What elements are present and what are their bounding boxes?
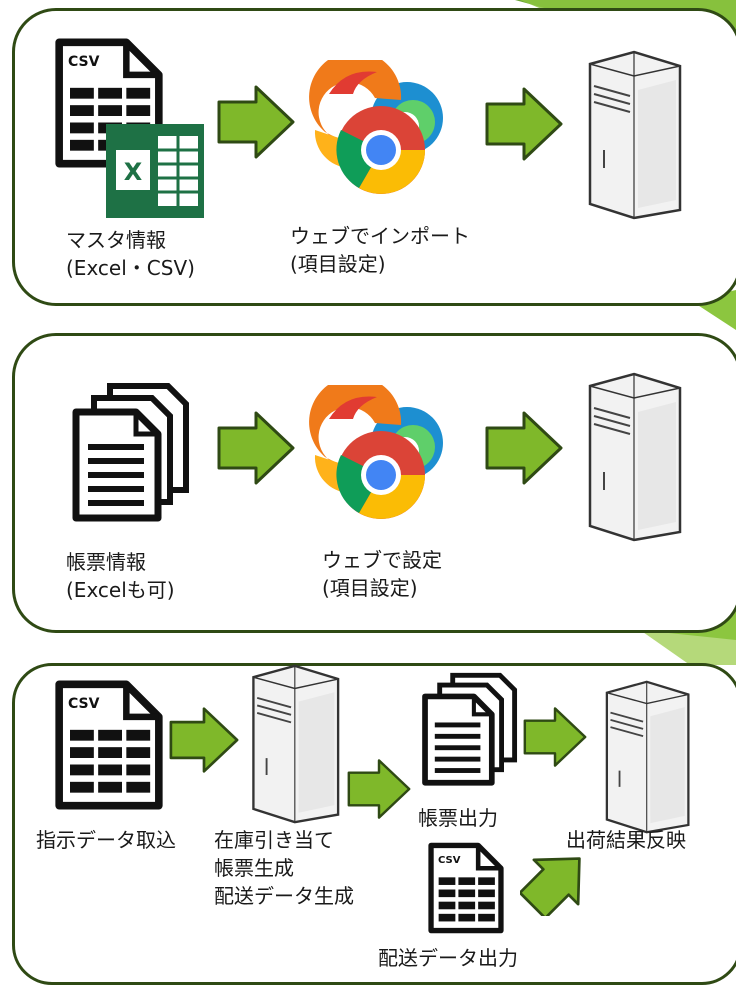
server-icon — [594, 680, 694, 834]
arrow-icon — [484, 86, 564, 162]
svg-text:CSV: CSV — [68, 696, 100, 712]
arrow-icon — [216, 84, 296, 160]
step-label-result: 出荷結果反映 — [566, 828, 686, 852]
svg-text:CSV: CSV — [438, 855, 461, 866]
step-label-form-output: 帳票出力 — [418, 806, 498, 830]
arrow-icon — [484, 410, 564, 486]
arrow-icon — [216, 410, 296, 486]
arrow-icon — [520, 848, 592, 916]
arrow-icon — [522, 706, 588, 768]
svg-text:CSV: CSV — [68, 54, 100, 70]
csv-file-with-excel-icon: CSV — [54, 38, 164, 168]
server-icon — [576, 372, 686, 542]
step-label-import: 指示データ取込 — [36, 828, 176, 852]
process-label-import: ウェブでインポート (項目設定) — [290, 224, 470, 276]
csv-file-icon: CSV — [54, 680, 164, 810]
arrow-icon — [346, 758, 412, 820]
svg-text:X: X — [124, 158, 143, 186]
source-label-form: 帳票情報 (Excelも可) — [66, 550, 175, 602]
excel-icon: X — [106, 124, 204, 218]
server-icon — [240, 664, 344, 824]
step-label-delivery-output: 配送データ出力 — [378, 946, 518, 970]
process-label-setup: ウェブで設定 (項目設定) — [322, 548, 442, 600]
documents-stack-icon — [70, 382, 190, 522]
server-icon — [576, 50, 686, 220]
documents-stack-icon — [420, 672, 518, 786]
arrow-icon — [168, 706, 240, 774]
browsers-icon — [305, 60, 455, 200]
csv-file-icon: CSV — [428, 842, 504, 934]
source-label-master: マスタ情報 (Excel・CSV) — [66, 228, 195, 280]
step-label-allocate: 在庫引き当て 帳票生成 配送データ生成 — [214, 828, 354, 908]
browsers-icon — [305, 385, 455, 525]
